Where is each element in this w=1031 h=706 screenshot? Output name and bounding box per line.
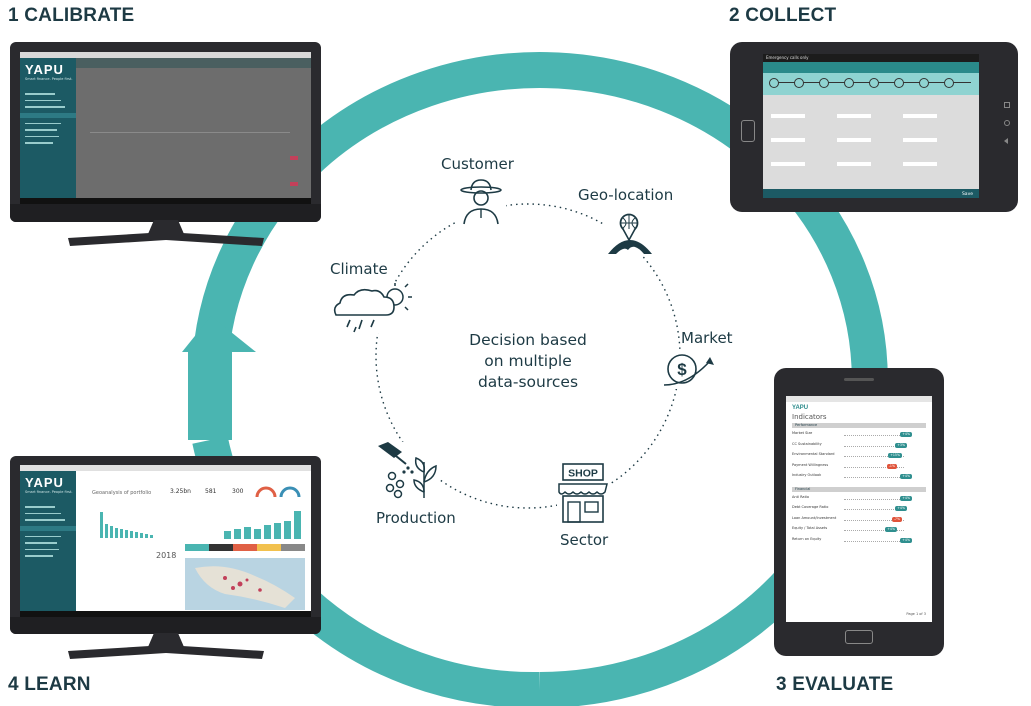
calibrate-monitor-stand [68,220,264,246]
indicator-label: Return on Equity [792,536,822,541]
learn-bar-chart-2 [224,511,301,539]
evaluate-section-1: Performance [792,423,926,428]
learn-year: 2018 [156,551,177,560]
collect-save-button[interactable]: Save [961,192,973,197]
center-caption: Decision based on multiple data-sources [448,330,608,393]
svg-text:SHOP: SHOP [568,468,598,480]
step-evaluate: 3 EVALUATE [776,674,894,695]
indicator-tag: +4% [885,527,897,532]
learn-logo: YAPU [25,475,64,490]
indicator-tag: -1% [886,463,897,469]
indicator-row: Market Size +4% [792,430,926,441]
evaluate-logo: YAPU [792,405,809,411]
source-sector-label: Sector [560,531,609,549]
calibrate-monitor: YAPU Smart finance. People first. [10,42,321,222]
learn-sidebar: YAPU Smart finance. People first. [20,471,76,611]
calibrate-sidebar: YAPU Smart finance. People first. [20,58,76,198]
svg-text:$: $ [677,360,687,379]
cloud-sun-rain-icon [330,283,418,333]
learn-dashboard-title: Geoanalysis of portfolio [92,490,152,496]
source-geo-label: Geo-location [578,186,674,204]
center-line-3: data-sources [477,373,579,391]
learn-tagline: Smart finance. People first. [25,490,73,494]
indicator-row: CC Sustainability +3% [792,441,926,452]
indicator-label: Payment Willingness [792,462,829,467]
step-learn: 4 LEARN [8,674,91,695]
indicator-label: Equity / Total Assets [792,526,828,530]
collect-tablet: Emergency calls only Save [730,42,1018,212]
indicator-label: Anti Ratio [792,494,810,499]
indicator-row: Payment Willingness -1% [792,462,926,473]
indicator-label: Market Size [792,431,813,435]
learn-screen: YAPU Smart finance. People first. Geoana… [20,465,311,617]
indicator-row: Loan Amount/Investment -7% [792,515,926,526]
indicator-label: Industry Outlook [792,473,822,477]
indicator-row: Return on Equity +4% [792,536,926,547]
evaluate-tablet: YAPU Indicators Performance Market Size +… [774,368,944,656]
source-production-label: Production [376,509,456,527]
globe-pin-icon [604,212,656,256]
indicator-tag: +4% [895,506,907,511]
evaluate-footer: Page 1 of 3 [906,612,926,616]
step-collect: 2 COLLECT [729,5,837,26]
indicator-row: Anti Ratio +4% [792,494,926,505]
source-customer-label: Customer [441,155,514,173]
indicator-tag: -7% [891,516,902,522]
evaluate-section-2: Financial [792,486,926,492]
home-button[interactable] [845,630,873,644]
source-market-label: Market [681,329,733,347]
learn-monitor-stand [68,633,264,659]
calibrate-tagline: Smart finance. People first. [25,77,73,81]
calibrate-logo: YAPU [25,62,64,77]
indicator-tag: +4% [900,495,912,501]
indicator-label: Environmental Standard [792,452,835,456]
evaluate-screen: YAPU Indicators Performance Market Size +… [786,396,932,622]
evaluate-list-1: Market Size +4% CC Sustainability +3% Enviro… [786,430,932,483]
learn-monitor: YAPU Smart finance. People first. Geoana… [10,456,321,634]
step-calibrate: 1 CALIBRATE [8,5,135,26]
watering-can-plant-icon [374,442,440,500]
indicator-row: Debt Coverage Ratio +4% [792,504,926,515]
learn-kpi-1: 3.25bn [170,488,191,495]
indicator-tag: +4% [900,474,912,479]
learn-bar-chart [100,512,153,538]
shop-icon: SHOP [557,462,609,524]
calibrate-screen: YAPU Smart finance. People first. [20,52,311,204]
indicator-tag: +4% [900,537,912,543]
indicator-row: Equity / Total Assets +4% [792,525,926,536]
indicator-label: Debt Coverage Ratio [792,505,829,509]
center-line-1: Decision based [469,331,587,349]
farmer-icon [456,178,506,226]
learn-kpi-2: 581 [205,488,217,495]
learn-kpi-3: 300 [232,488,244,495]
learn-map [185,558,305,610]
indicator-label: CC Sustainability [792,441,822,446]
dollar-growth-icon: $ [662,351,716,389]
indicator-tag: +4% [900,432,912,437]
indicator-row: Environmental Standard +15% [792,451,926,462]
collect-screen: Emergency calls only Save [763,54,979,198]
indicator-row: Industry Outlook +4% [792,472,926,483]
indicator-label: Loan Amount/Investment [792,515,837,520]
collect-status: Emergency calls only [763,54,979,62]
indicator-tag: +3% [895,442,907,448]
center-line-2: on multiple [484,352,572,370]
indicator-tag: +15% [888,453,902,458]
evaluate-header: Indicators [792,413,827,421]
source-climate-label: Climate [330,260,388,278]
evaluate-list-2: Anti Ratio+4%Debt Coverage Ratio+4%Loan … [786,494,932,547]
